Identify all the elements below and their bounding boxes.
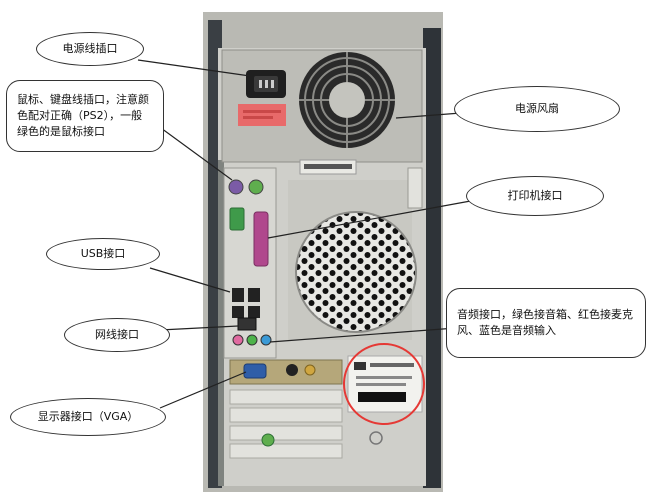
callout-audio-ports: 音频接口，绿色接音箱、红色接麦克风、蓝色是音频输入 <box>446 288 646 358</box>
callout-printer-port: 打印机接口 <box>466 176 604 216</box>
callout-power-socket: 电源线插口 <box>36 32 144 66</box>
usb-port-icon <box>232 288 260 318</box>
product-label <box>343 343 425 425</box>
callout-printer-port-text: 打印机接口 <box>507 189 563 202</box>
callout-ps2-ports-text: 鼠标、键盘线插口，注意颜色配对正确（PS2），一般绿色的是鼠标接口 <box>17 93 149 138</box>
power-supply <box>221 49 423 175</box>
io-panel <box>223 167 277 359</box>
warning-label <box>238 104 286 126</box>
callout-audio-ports-text: 音频接口，绿色接音箱、红色接麦克风、蓝色是音频输入 <box>457 308 633 337</box>
leader-lines <box>137 59 477 409</box>
ethernet-port-icon <box>237 317 257 331</box>
case-fan-grill <box>288 167 423 340</box>
callout-vga-port: 显示器接口（VGA） <box>10 398 166 436</box>
callout-ps2-ports: 鼠标、键盘线插口，注意颜色配对正确（PS2），一般绿色的是鼠标接口 <box>6 80 164 152</box>
fan-icon <box>299 52 395 148</box>
parallel-port-icon <box>253 211 269 267</box>
callout-vga-port-text: 显示器接口（VGA） <box>37 410 139 423</box>
ps2-port-icon <box>228 179 264 195</box>
callout-network-port: 网线接口 <box>64 318 170 352</box>
callout-power-fan-text: 电源风扇 <box>515 102 559 115</box>
callout-network-port-text: 网线接口 <box>95 328 139 341</box>
expansion-slots <box>229 359 343 459</box>
vga-port-icon <box>243 363 267 379</box>
callout-power-fan: 电源风扇 <box>454 86 620 132</box>
callout-usb-ports-text: USB接口 <box>80 247 126 260</box>
callout-usb-ports: USB接口 <box>46 238 160 270</box>
audio-jack-icon <box>232 334 272 346</box>
callout-power-socket-text: 电源线插口 <box>62 42 118 55</box>
power-socket-icon <box>246 70 286 98</box>
